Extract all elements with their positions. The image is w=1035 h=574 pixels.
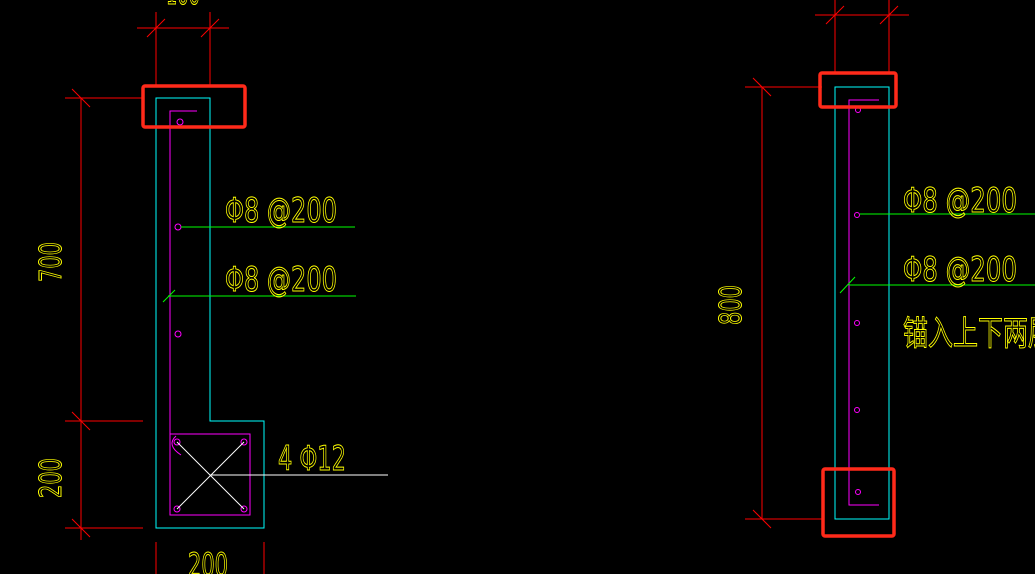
right-rebar-label-2: Φ8 @200 xyxy=(903,250,1017,290)
rebar-dot xyxy=(176,118,184,126)
corner-bar-dot xyxy=(240,438,248,446)
right-rebar xyxy=(848,99,879,506)
right-top-highlight-box xyxy=(818,71,898,109)
right-rebar-label-1: Φ8 @200 xyxy=(903,181,1017,221)
right-top-dimension xyxy=(815,0,909,73)
right-height-800-text: 800 xyxy=(714,285,749,325)
left-height-200-text: 200 xyxy=(34,458,69,498)
left-bottom-dimension: 200 xyxy=(155,542,265,574)
right-concrete-outline xyxy=(834,86,890,520)
corner-bar-dot xyxy=(173,505,181,513)
rebar-dot xyxy=(854,320,860,326)
left-bottom-width-dim-text: 200 xyxy=(188,546,228,574)
rebar-dot xyxy=(854,212,860,218)
left-height-700-text: 700 xyxy=(34,242,69,282)
right-leaders: Φ8 @200 Φ8 @200 锚入上下两层 xyxy=(839,181,1035,355)
right-anchor-note: 锚入上下两层 xyxy=(903,314,1035,354)
right-wall-section: 800 Φ8 @200 Φ8 @200 锚入上下两层 xyxy=(714,0,1035,538)
left-rebar-label-2: Φ8 @200 xyxy=(225,260,337,300)
rebar-dot xyxy=(174,330,182,338)
left-leaders: Φ8 @200 Φ8 @200 xyxy=(162,191,356,303)
corner-bar-dot xyxy=(240,505,248,513)
left-top-dimension: 100 xyxy=(137,0,229,85)
left-top-highlight-box xyxy=(141,84,247,129)
right-bottom-highlight-box xyxy=(821,467,896,538)
rebar-dot xyxy=(854,407,860,413)
corner-bar-dot xyxy=(173,438,181,446)
left-wall-section: 100 700 200 200 xyxy=(34,0,388,574)
left-top-width-dim-text: 100 xyxy=(166,0,200,12)
left-corner-bar-leader: 4 Φ12 xyxy=(176,439,388,510)
left-concrete-outline xyxy=(155,97,265,529)
rebar-dot xyxy=(855,489,861,495)
left-rebar-label-1: Φ8 @200 xyxy=(225,191,337,231)
left-height-dimension: 700 200 xyxy=(34,88,143,540)
left-corner-bars-label: 4 Φ12 xyxy=(278,439,346,479)
right-height-dimension: 800 xyxy=(714,77,824,529)
rebar-dot xyxy=(174,223,182,231)
